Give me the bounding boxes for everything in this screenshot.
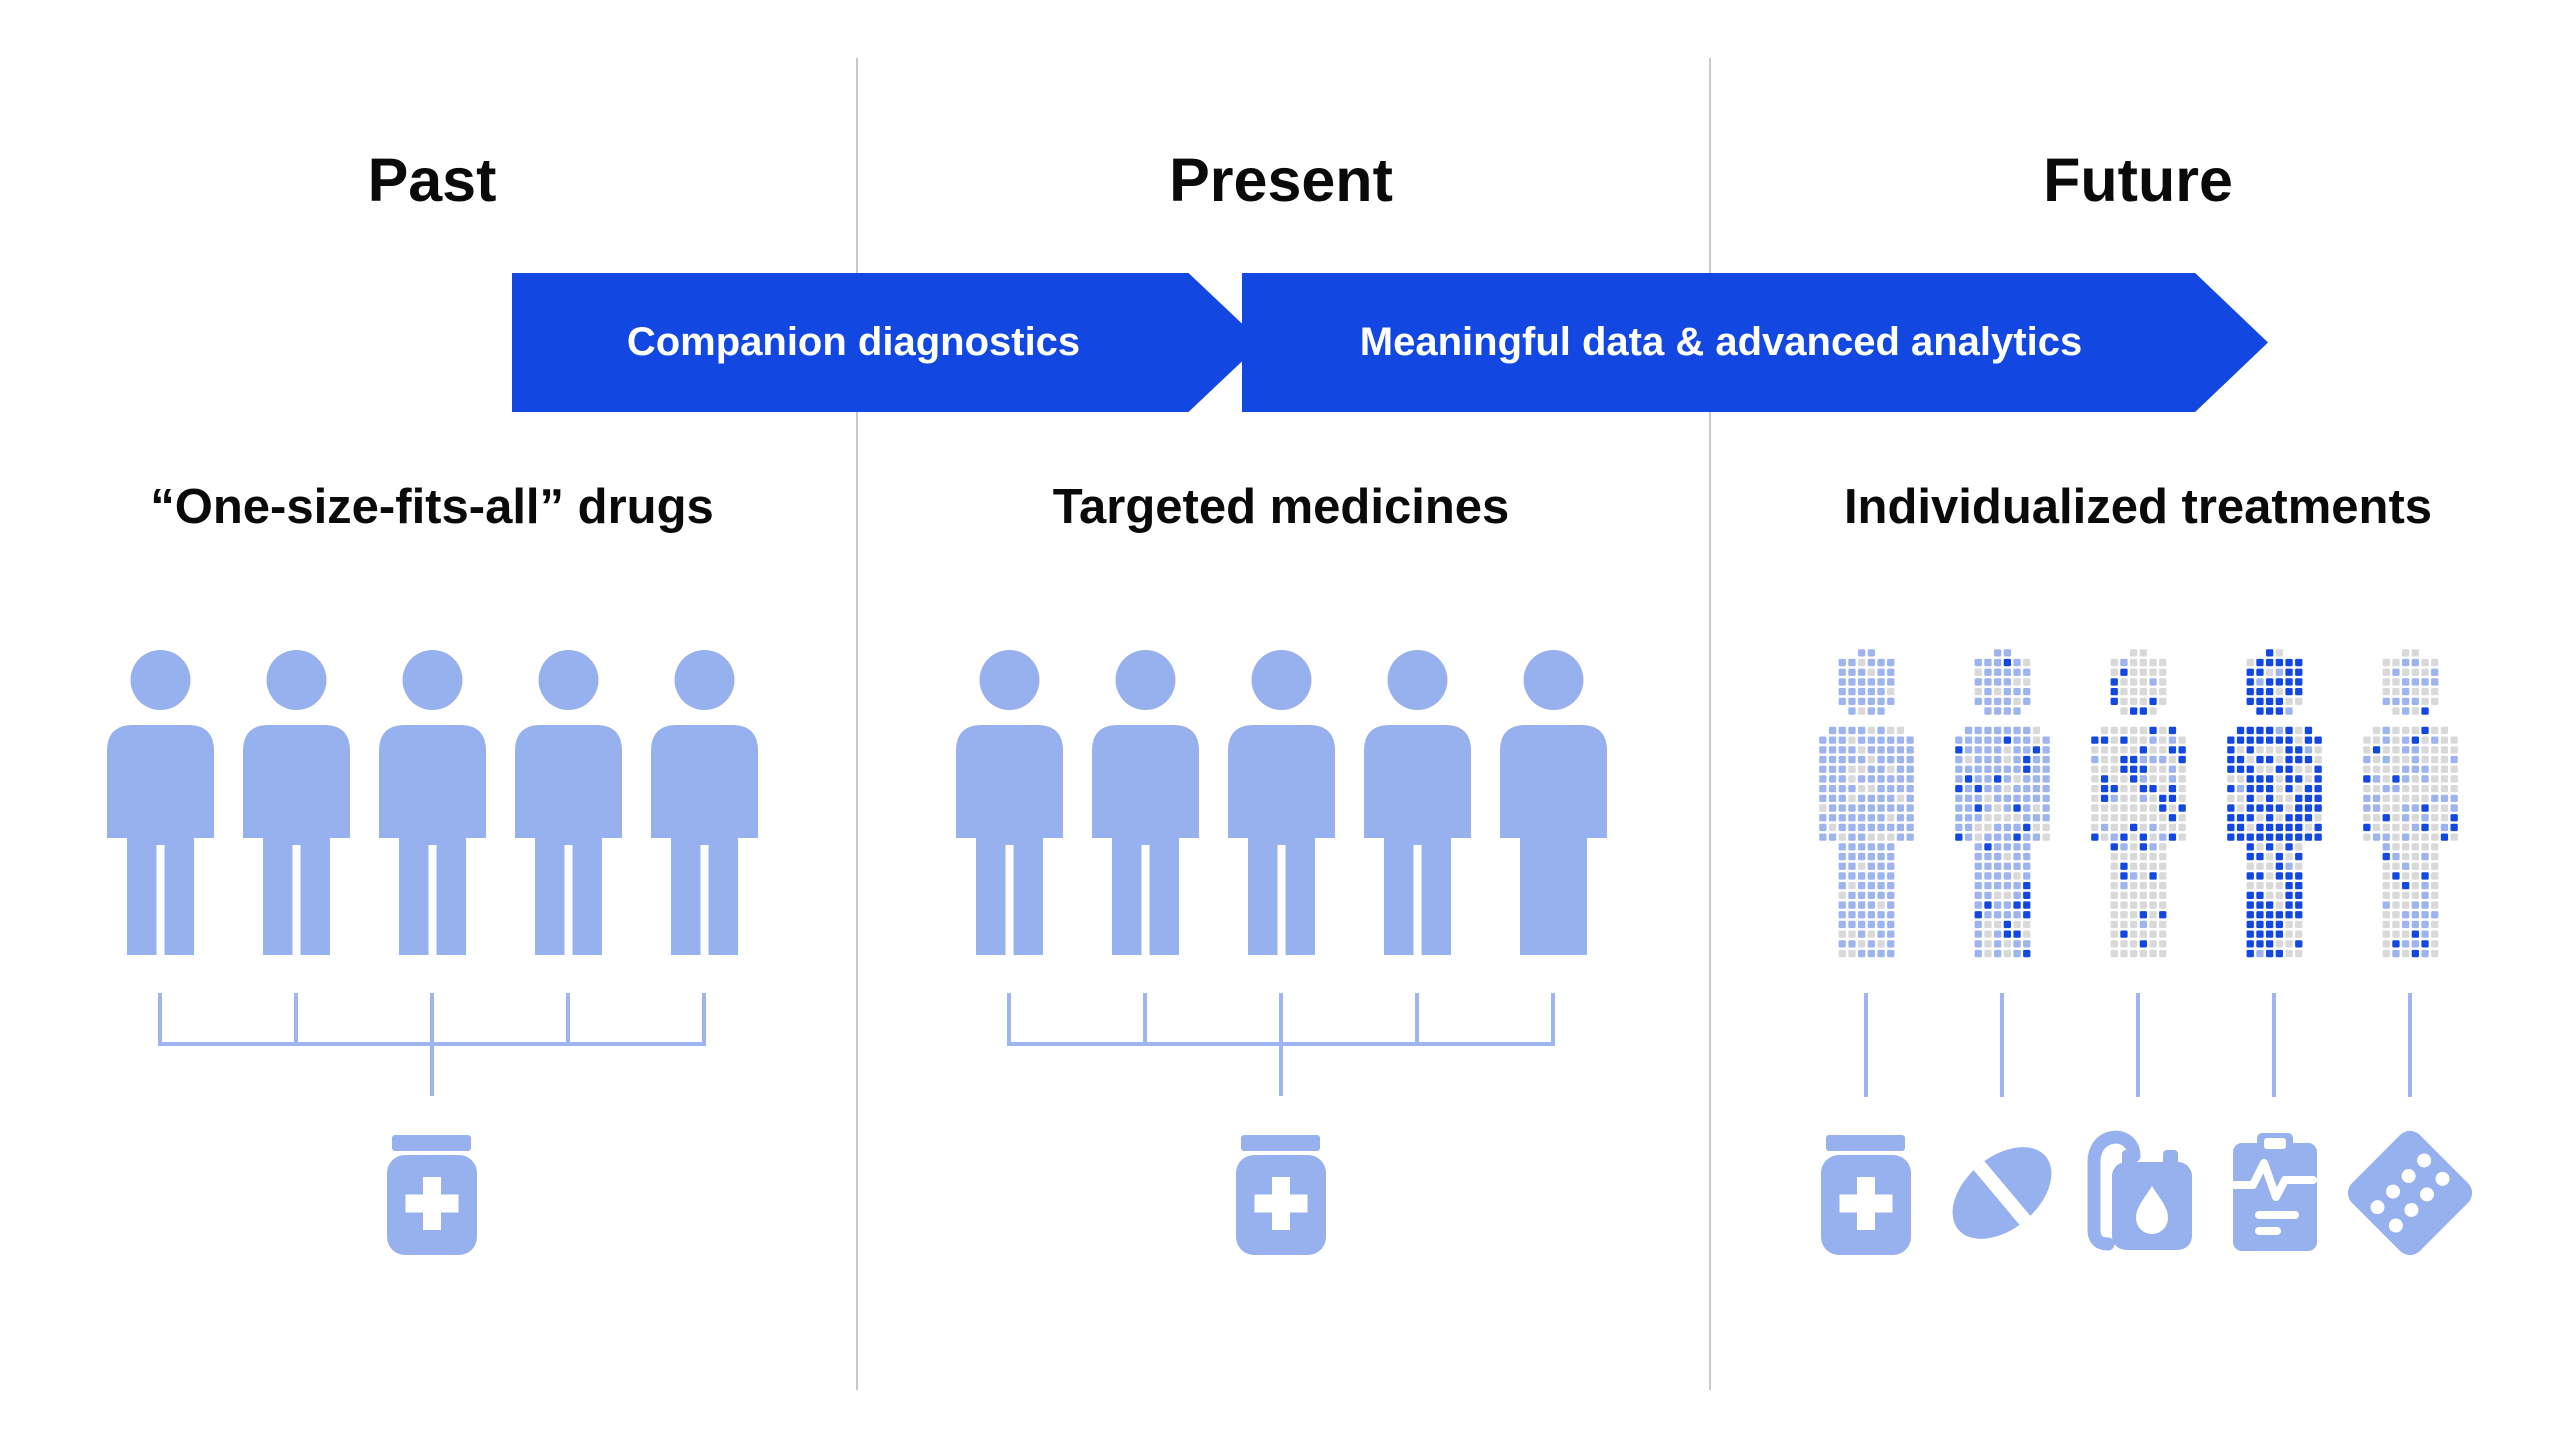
section-heading-individualized-treatments: Individualized treatments	[1843, 480, 2433, 534]
timeline-arrow-companion-diagnostics: Companion diagnostics	[512, 273, 1262, 412]
era-title-present: Present	[1169, 146, 1393, 214]
mosaic-person-icon	[2362, 649, 2458, 958]
person-icon	[514, 650, 622, 955]
bracket-tick	[1415, 993, 1419, 1046]
person-icon	[955, 650, 1063, 955]
patient-figure	[1499, 650, 1607, 955]
column-divider-present-future	[1709, 58, 1711, 1390]
pill-bottle-icon	[387, 1135, 477, 1255]
person-icon	[650, 650, 758, 955]
bracket-stem	[430, 1042, 434, 1096]
column-divider-past-present	[856, 58, 858, 1390]
arrow-label: Companion diagnostics	[626, 320, 1081, 364]
connector-line	[2000, 993, 2004, 1097]
bracket-tick	[702, 993, 706, 1046]
bracket-tick	[566, 993, 570, 1046]
connector-line	[1864, 993, 1868, 1097]
arrow-label: Meaningful data & advanced analytics	[1359, 320, 2083, 364]
bracket-tick	[158, 993, 162, 1046]
connector-line	[2408, 993, 2412, 1097]
patient-figure-mosaic	[2090, 648, 2187, 958]
patient-figure	[378, 650, 486, 955]
era-title-past: Past	[367, 146, 497, 214]
pill-bottle-icon	[1821, 1135, 1911, 1255]
pill-bottle-icon	[1236, 1135, 1326, 1255]
bracket-tick	[430, 993, 434, 1046]
person-icon	[1227, 650, 1335, 955]
mosaic-person-icon	[1954, 649, 2050, 958]
patient-figure	[650, 650, 758, 955]
patient-figure	[1227, 650, 1335, 955]
section-heading-targeted-medicines: Targeted medicines	[1052, 480, 1510, 534]
patient-figure	[1363, 650, 1471, 955]
blister-pack-icon	[2340, 1123, 2480, 1263]
patient-figure	[955, 650, 1063, 955]
patient-figure-mosaic	[2226, 648, 2323, 958]
patient-figure	[1091, 650, 1199, 955]
person-icon	[1091, 650, 1199, 955]
patient-figure	[242, 650, 350, 955]
bracket-tick	[1279, 993, 1283, 1046]
connector-line	[2136, 993, 2140, 1097]
capsule-pill-icon	[1937, 1128, 2067, 1258]
person-icon	[1499, 650, 1607, 955]
person-icon	[242, 650, 350, 955]
mosaic-person-icon	[2090, 649, 2186, 958]
mosaic-person-icon	[2226, 649, 2322, 958]
mosaic-person-icon	[1818, 649, 1914, 958]
connector-line	[2272, 993, 2276, 1097]
section-heading-one-size-fits-all: “One-size-fits-all” drugs	[150, 480, 714, 534]
timeline-arrow-meaningful-data: Meaningful data & advanced analytics	[1242, 273, 2268, 412]
person-icon	[106, 650, 214, 955]
bracket-tick	[1551, 993, 1555, 1046]
patient-figure-mosaic	[1818, 648, 1915, 958]
patient-figure	[106, 650, 214, 955]
bracket-tick	[1143, 993, 1147, 1046]
patient-figure-mosaic	[1954, 648, 2051, 958]
infusion-bag-icon	[2082, 1126, 2194, 1252]
person-icon	[1363, 650, 1471, 955]
era-title-future: Future	[2043, 146, 2233, 214]
bracket-stem	[1279, 1042, 1283, 1096]
person-icon	[378, 650, 486, 955]
patient-figure	[514, 650, 622, 955]
patient-figure-mosaic	[2362, 648, 2459, 958]
bracket-tick	[294, 993, 298, 1046]
bracket-tick	[1007, 993, 1011, 1046]
clipboard-ecg-icon	[2225, 1133, 2319, 1251]
